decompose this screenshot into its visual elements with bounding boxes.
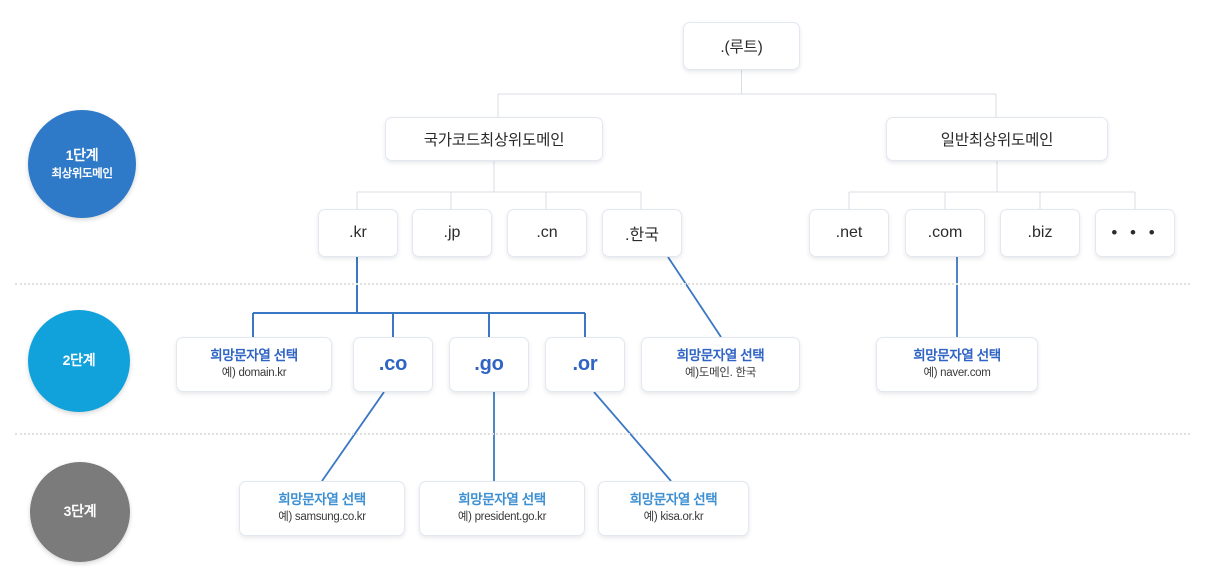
node-hanguk-free-string-example: 예)도메인. 한국 <box>685 367 756 380</box>
node-sld-or-label: .or <box>572 353 598 375</box>
node-tld-jp[interactable]: .jp <box>412 209 492 257</box>
node-com-free-string-example: 예) naver.com <box>923 367 991 380</box>
node-sld-go-label: .go <box>474 353 504 375</box>
node-go-example-value: 예) president.go.kr <box>457 511 547 524</box>
node-sld-or[interactable]: .or <box>545 337 625 392</box>
node-tld-com[interactable]: .com <box>905 209 985 257</box>
node-hanguk-free-string-pick: 희망문자열 선택 <box>676 348 765 363</box>
node-or-example-pick: 희망문자열 선택 <box>629 492 718 507</box>
node-tld-biz-label: .biz <box>1027 224 1053 241</box>
node-tld-com-label: .com <box>927 224 963 241</box>
stage-circle-2: 2단계 <box>28 310 130 412</box>
node-cctld[interactable]: 국가코드최상위도메인 <box>385 117 603 161</box>
node-go-example[interactable]: 희망문자열 선택 예) president.go.kr <box>419 481 585 536</box>
node-go-example-pick: 희망문자열 선택 <box>458 492 546 507</box>
divider-level2-level3 <box>15 433 1190 435</box>
node-co-example[interactable]: 희망문자열 선택 예) samsung.co.kr <box>239 481 405 536</box>
node-tld-cn[interactable]: .cn <box>507 209 587 257</box>
node-or-example[interactable]: 희망문자열 선택 예) kisa.or.kr <box>598 481 749 536</box>
node-kr-free-string-pick: 희망문자열 선택 <box>210 348 298 363</box>
node-co-example-pick: 희망문자열 선택 <box>278 492 366 507</box>
node-root[interactable]: .(루트) <box>683 22 800 70</box>
stage-1-subtitle: 최상위도메인 <box>51 167 113 180</box>
node-kr-free-string[interactable]: 희망문자열 선택 예) domain.kr <box>176 337 332 392</box>
node-root-label: .(루트) <box>720 39 763 56</box>
node-tld-kr-label: .kr <box>349 224 367 241</box>
node-tld-net-label: .net <box>835 224 863 241</box>
node-tld-hanguk-label: .한국 <box>625 227 659 244</box>
stage-2-title: 2단계 <box>62 352 96 369</box>
node-co-example-value: 예) samsung.co.kr <box>278 511 366 524</box>
node-tld-biz[interactable]: .biz <box>1000 209 1080 257</box>
stage-circle-3: 3단계 <box>30 462 130 562</box>
node-tld-cn-label: .cn <box>536 224 558 241</box>
stage-1-title: 1단계 <box>65 147 99 164</box>
node-com-free-string[interactable]: 희망문자열 선택 예) naver.com <box>876 337 1038 392</box>
stage-circle-1: 1단계 최상위도메인 <box>28 110 136 218</box>
node-sld-co-label: .co <box>378 353 408 375</box>
node-or-example-value: 예) kisa.or.kr <box>643 511 704 524</box>
node-gtld-label: 일반최상위도메인 <box>940 132 1054 149</box>
node-cctld-label: 국가코드최상위도메인 <box>423 132 565 149</box>
divider-level1-level2 <box>15 283 1190 285</box>
node-tld-jp-label: .jp <box>443 224 461 241</box>
node-tld-hanguk[interactable]: .한국 <box>602 209 682 257</box>
node-tld-kr[interactable]: .kr <box>318 209 398 257</box>
node-gtld[interactable]: 일반최상위도메인 <box>886 117 1108 161</box>
node-tld-more-label: • • • <box>1111 223 1159 242</box>
node-tld-more[interactable]: • • • <box>1095 209 1175 257</box>
stage-3-title: 3단계 <box>63 503 97 520</box>
node-sld-go[interactable]: .go <box>449 337 529 392</box>
node-hanguk-free-string[interactable]: 희망문자열 선택 예)도메인. 한국 <box>641 337 800 392</box>
node-kr-free-string-example: 예) domain.kr <box>221 367 287 380</box>
node-tld-net[interactable]: .net <box>809 209 889 257</box>
node-com-free-string-pick: 희망문자열 선택 <box>913 348 1001 363</box>
node-sld-co[interactable]: .co <box>353 337 433 392</box>
